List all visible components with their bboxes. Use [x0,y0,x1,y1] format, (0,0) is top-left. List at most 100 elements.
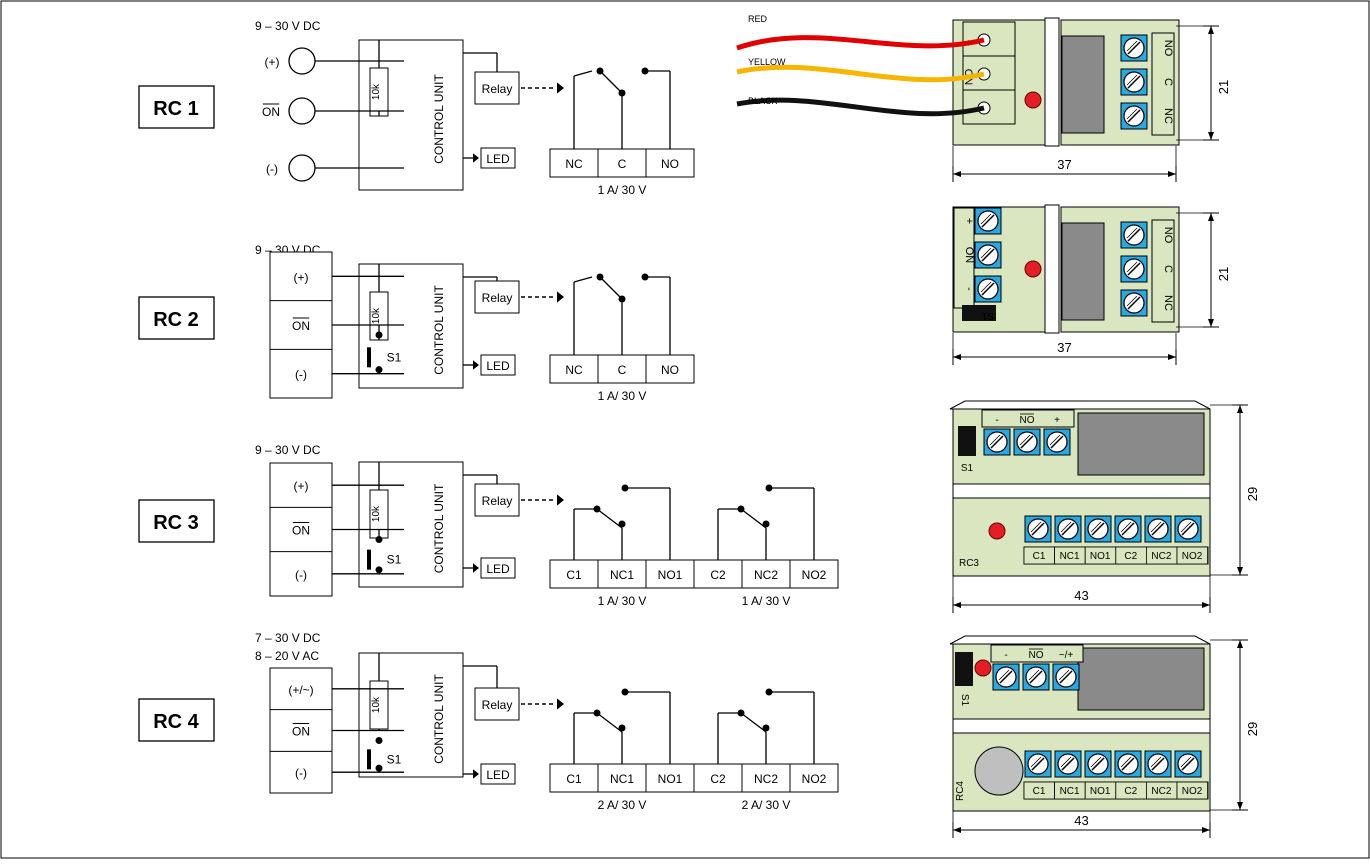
wire-yellow [736,64,985,83]
wire-red [736,35,985,51]
screw-slot [1020,435,1034,449]
board-clip [1044,204,1060,334]
jumper-s1 [958,426,976,456]
dim-arrow [1237,640,1243,648]
terminal-label: NO2 [1182,786,1203,797]
dim-arrow [953,827,961,833]
model-label-box [138,499,215,543]
resistor-value: 10k [371,307,382,324]
rating-label: 1 A/ 30 V [598,183,647,197]
dimension-width: 37 [1057,340,1071,355]
screw-slot [981,214,995,228]
screw-slot [981,282,995,296]
contact-label: C2 [710,568,726,582]
screw-slot [1031,522,1045,536]
terminal-label: ~/+ [1059,650,1074,661]
contact-label: NO1 [658,772,683,786]
contact-label: NO [661,363,679,377]
contact-label: NO2 [802,568,827,582]
contact-label: NC [565,157,583,171]
dim-arrow [1237,567,1243,575]
model-label-box [138,698,215,742]
screw-slot [1029,670,1043,684]
screw-slot [990,435,1004,449]
contact-label: C2 [710,772,726,786]
relay-body [1077,412,1205,476]
dim-arrow [1202,827,1210,833]
terminal-label: ON [963,247,975,264]
screw-slot [1126,261,1138,273]
screw-slot [981,248,995,262]
screw-slot [1060,521,1072,533]
terminal-label: - [1004,650,1007,661]
board-clip [1044,17,1060,147]
status-led [988,522,1006,540]
relay-body [1077,647,1205,711]
led-box [480,147,516,169]
relay-label: Relay [482,291,513,305]
screw-slot [1019,434,1031,446]
relay-box [474,687,520,721]
terminal-label: NO1 [1090,786,1111,797]
model-marking: RC4 [955,781,966,801]
control-unit-label: CONTROL UNIT [432,74,446,164]
terminal-label: NO1 [1090,551,1111,562]
screw-slot [1091,757,1105,771]
wire [740,712,767,733]
relay-arrow [557,82,564,94]
screw-slot [1151,522,1165,536]
contact-label: NC1 [610,568,634,582]
input-label: (+/~) [288,683,313,697]
relay-arrow [557,494,564,506]
dim-arrow [1208,213,1214,221]
contact-label: NC [565,363,583,377]
control-unit-label: CONTROL UNIT [432,483,446,573]
screw-slot [1028,669,1040,681]
terminal-label: - [995,415,998,426]
screw-slot [1090,521,1102,533]
led-box [480,557,516,579]
rating-label: 1 A/ 30 V [742,594,791,608]
supply-voltage: 7 – 30 V DC [255,631,321,645]
switch-actuator [367,549,371,570]
led-arrow [473,360,479,370]
terminal-label: NO2 [1182,551,1203,562]
input-label: ON [292,319,310,333]
screw-slot [1061,757,1075,771]
led-arrow [473,769,479,779]
label-strip [1151,219,1175,323]
dim-arrow [953,602,961,608]
input-label: (-) [295,766,307,780]
screw-slot [1120,756,1132,768]
rating-label: 2 A/ 30 V [598,798,647,812]
screw-slot [1127,75,1141,89]
screw-slot [1180,756,1192,768]
relay-label: Relay [482,494,513,508]
rating-label: 1 A/ 30 V [598,389,647,403]
screw-slot [989,434,1001,446]
resistor-value: 10k [371,696,382,713]
screw-slot [1058,669,1070,681]
model-name: RC 1 [153,98,199,120]
led-label: LED [486,768,510,782]
wire [596,712,623,733]
screw-slot [1127,228,1141,242]
dimension-width: 37 [1057,157,1071,172]
relay-label: Relay [482,82,513,96]
screw-slot [1127,41,1141,55]
screw-slot [1150,521,1162,533]
model-marking: RC3 [959,558,979,569]
screw-slot [980,247,992,259]
screw-slot [1127,109,1141,123]
status-led [1024,260,1042,278]
screw-slot [1180,521,1192,533]
rating-label: 2 A/ 30 V [742,798,791,812]
screw-slot [1151,757,1165,771]
switch-contact [375,331,383,339]
relay-arrow [557,698,564,710]
supply-voltage: 9 – 30 V DC [255,443,321,457]
terminal-label: NC [1162,108,1174,124]
